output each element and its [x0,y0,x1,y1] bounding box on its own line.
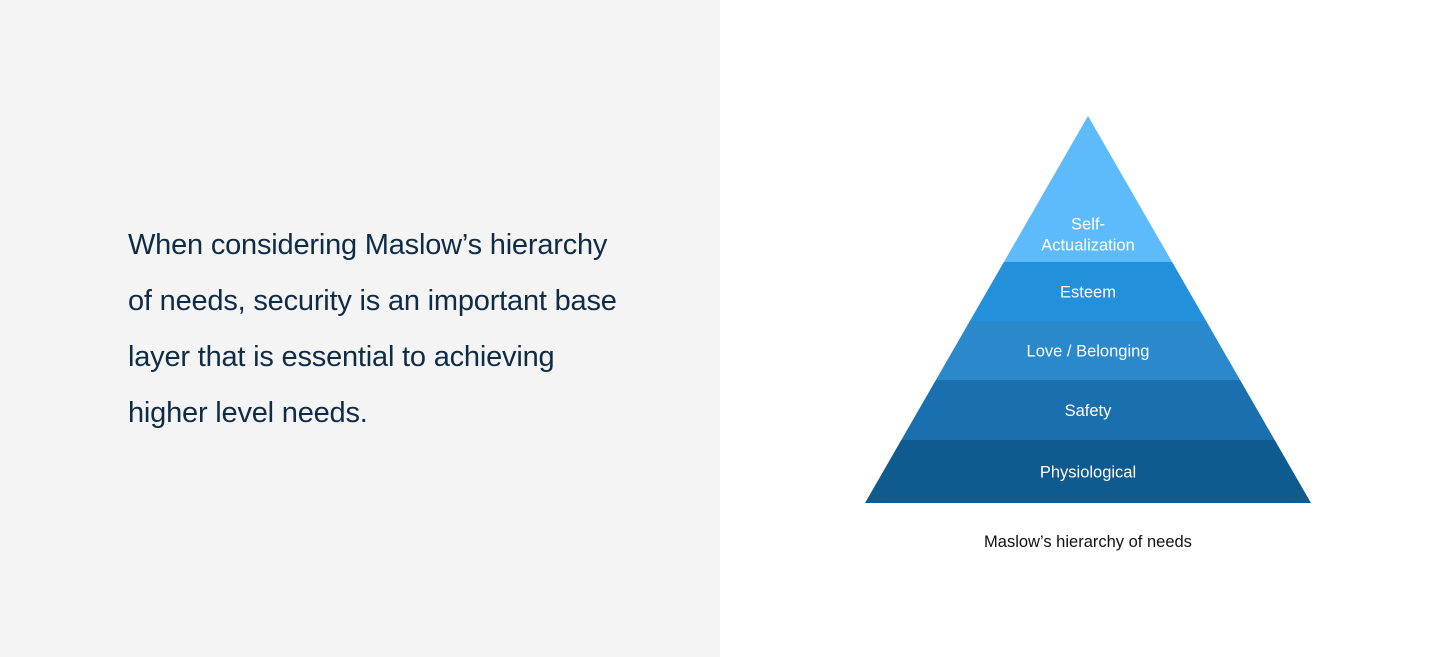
pyramid-layer-love-belonging [935,321,1241,380]
text-panel: When considering Maslow’s hierarchy of n… [0,0,720,657]
diagram-caption: Maslow’s hierarchy of needs [984,533,1192,551]
pyramid-label-esteem: Esteem [1060,284,1116,302]
statement-text: When considering Maslow’s hierarchy of n… [128,229,617,429]
pyramid-layer-physiological [865,440,1311,503]
pyramid-label-love-belonging: Love / Belonging [1027,343,1150,361]
pyramid-layer-esteem [969,262,1207,321]
pyramid-layer-self-actualization [1003,116,1173,262]
pyramid-layer-safety [901,380,1275,440]
pyramid-label-safety: Safety [1065,402,1113,420]
pyramid-label-self-actualization: Self-Actualization [1041,216,1135,255]
pyramid-label-physiological: Physiological [1040,464,1136,482]
